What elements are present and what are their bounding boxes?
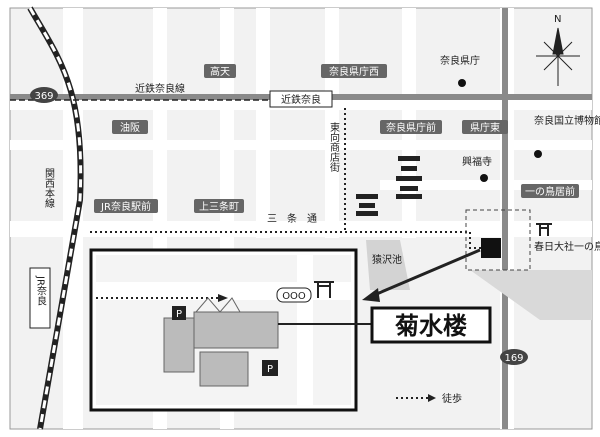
tag-nara-kencho-mae: 奈良県庁前: [380, 120, 442, 134]
museum-dot-icon: [534, 150, 542, 158]
higashimuki-label: 東向商店街: [328, 121, 340, 173]
svg-text:JR奈良: JR奈良: [35, 275, 47, 307]
route-369-shield: 369: [30, 87, 58, 103]
restaurant-area-box: [465, 209, 531, 271]
walking-route-main: [90, 231, 490, 249]
inset-pointer-arrow: [371, 248, 481, 298]
kasuga-torii-icon: [536, 223, 552, 236]
svg-text:菊水楼: 菊水楼: [395, 311, 467, 340]
road-minor-east: [380, 180, 592, 190]
svg-text:一の鳥居前: 一の鳥居前: [525, 185, 575, 198]
inset-pointer-head: [362, 288, 380, 302]
jr-railway: [27, 6, 84, 430]
restaurant-marker: [481, 238, 501, 258]
sanjo-dori-label: 三条通: [267, 212, 327, 225]
svg-text:JR奈良駅前: JR奈良駅前: [100, 200, 151, 213]
svg-text:徒歩: 徒歩: [442, 392, 462, 405]
svg-text:奈良県庁西: 奈良県庁西: [329, 65, 379, 78]
svg-text:高天: 高天: [210, 65, 230, 78]
inset-torii-icon: [314, 281, 334, 298]
legend-walking: 徒歩: [396, 392, 462, 405]
compass-north-label: N: [554, 14, 561, 25]
kofukuji-dot-icon: [480, 174, 488, 182]
pagoda-small-icon: [356, 194, 378, 216]
kansai-line-label: 関西本線: [43, 168, 55, 208]
museum-label: 奈良国立博物館: [534, 114, 600, 127]
svg-text:上三条町: 上三条町: [199, 200, 239, 213]
tag-ichinotorii-mae: 一の鳥居前: [521, 184, 579, 198]
tag-jr-nara-ekimae: JR奈良駅前: [94, 199, 158, 213]
compass-icon: [536, 27, 580, 86]
jr-nara-vertical-label: JR奈良: [29, 267, 51, 329]
inset-map: P P OOO: [89, 248, 376, 412]
sarusawa-pond: [366, 240, 410, 290]
svg-text:県庁東: 県庁東: [470, 121, 500, 134]
kofukuji-label: 興福寺: [462, 155, 492, 168]
route-169-shield: 169: [500, 349, 528, 365]
svg-text:369: 369: [34, 91, 53, 102]
sarusawa-label: 猿沢池: [372, 253, 402, 266]
tag-aburasaka: 油阪: [112, 120, 148, 134]
svg-text:奈良県庁前: 奈良県庁前: [386, 121, 436, 134]
svg-text:169: 169: [504, 353, 523, 364]
road-minor-horizontal: [10, 140, 592, 150]
svg-text:近鉄奈良: 近鉄奈良: [281, 93, 321, 106]
nara-kencho-label: 奈良県庁: [440, 54, 480, 67]
restaurant-name-banner: 菊水楼: [370, 306, 492, 344]
parking-2: P: [267, 364, 273, 375]
kencho-dot-icon: [458, 79, 466, 87]
nara-park-area: [470, 270, 592, 320]
bus-stop-label: OOO: [282, 291, 306, 302]
tag-nara-kencho-nishi: 奈良県庁西: [321, 64, 387, 78]
kintetsu-nara-station: 近鉄奈良: [269, 90, 333, 108]
svg-text:油阪: 油阪: [120, 121, 140, 134]
tag-kamisanjo: 上三条町: [194, 199, 244, 213]
kofukuji-pagoda-icon: [396, 156, 422, 199]
tag-kencho-higashi: 県庁東: [462, 120, 508, 134]
kintetsu-line-label: 近鉄奈良線: [135, 82, 185, 95]
kasuga-torii-label: 春日大社一の鳥居: [534, 240, 600, 253]
road-center: [256, 8, 270, 238]
parking-1: P: [176, 309, 182, 320]
tag-takaten: 高天: [204, 64, 236, 78]
